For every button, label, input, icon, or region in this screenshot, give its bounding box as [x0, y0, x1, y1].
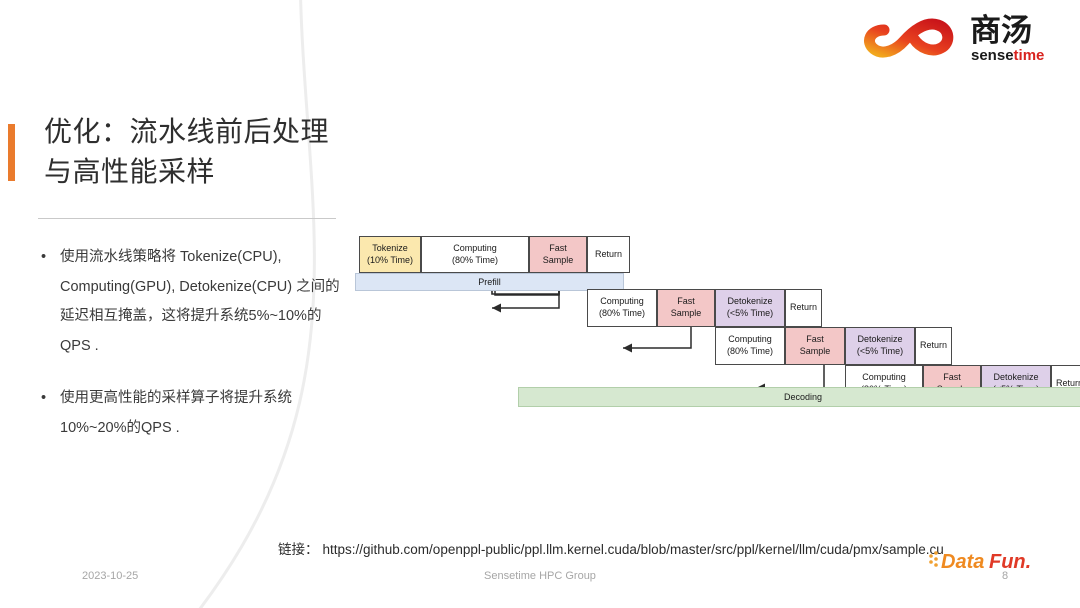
box-line2: (10% Time)	[366, 254, 413, 265]
sensetime-cn-text: 商汤	[970, 13, 1032, 49]
datafun-dots	[929, 551, 938, 567]
page-title: 优化：流水线前后处理与高性能采样	[44, 116, 330, 187]
box-line2: Sample	[799, 346, 831, 356]
bullet-marker: •	[41, 389, 47, 406]
list-item: • 使用流水线策略将 Tokenize(CPU), Computing(GPU)…	[38, 243, 348, 362]
box-line1: Return	[919, 340, 947, 351]
footer-date: 2023-10-25	[82, 570, 139, 582]
diagram-box-return: Return	[587, 236, 630, 273]
page-number: 8	[1001, 570, 1009, 582]
box-line1: Detokenize	[727, 296, 773, 307]
diagram-box-computing: Computing (80% Time)	[715, 327, 785, 365]
box-line1: Fast	[943, 372, 961, 383]
diagram-box-detokenize: Detokenize (<5% Time)	[715, 289, 785, 327]
box-line1: Return	[789, 302, 817, 313]
box-line1: Computing	[600, 296, 644, 307]
box-line1: Detokenize	[993, 372, 1039, 383]
sensetime-en-text: sensetime	[971, 47, 1044, 64]
diagram-box-computing: Computing (80% Time)	[421, 236, 529, 273]
datafun-text-data: Data	[941, 551, 984, 573]
title-accent-bar	[8, 124, 15, 181]
diagram-box-return: Return	[785, 289, 822, 327]
box-line2: (<5% Time)	[856, 346, 904, 356]
box-line2: Sample	[542, 254, 574, 265]
diagram-box-detokenize: Detokenize (<5% Time)	[845, 327, 915, 365]
band-decoding: Decoding	[518, 387, 1080, 407]
box-line1: Return	[1055, 378, 1080, 389]
box-line1: Computing	[862, 372, 906, 383]
band-label: Decoding	[783, 392, 823, 402]
title-divider	[38, 218, 336, 219]
bullet-text: 使用更高性能的采样算子将提升系统10%~20%的QPS .	[60, 389, 292, 436]
datafun-logo: Data Fun.	[929, 551, 1031, 573]
list-item: • 使用更高性能的采样算子将提升系统10%~20%的QPS .	[38, 384, 348, 443]
box-line1: Detokenize	[857, 334, 903, 345]
bullet-text: 使用流水线策略将 Tokenize(CPU), Computing(GPU), …	[60, 249, 340, 355]
source-link[interactable]: 链接：https://github.com/openppl-public/ppl…	[278, 538, 944, 558]
bullet-marker: •	[41, 249, 47, 265]
diagram-box-return: Return	[915, 327, 952, 365]
diagram-box-fast-sample: Fast Sample	[657, 289, 715, 327]
diagram-box-tokenize: Tokenize (10% Time)	[359, 236, 421, 273]
box-line1: Computing	[728, 334, 772, 345]
box-line1: Fast	[677, 296, 695, 307]
box-line2: (80% Time)	[726, 346, 773, 356]
box-line1: Fast	[806, 334, 824, 345]
box-line1: Return	[594, 248, 622, 259]
diagram-box-fast-sample: Fast Sample	[529, 236, 587, 273]
source-link-label: 链接：	[278, 542, 319, 557]
footer-org: Sensetime HPC Group	[484, 570, 596, 582]
diagram-box-computing: Computing (80% Time)	[587, 289, 657, 327]
box-line2: (80% Time)	[598, 308, 645, 318]
band-label: Prefill	[478, 277, 501, 287]
box-line1: Computing	[453, 242, 497, 253]
band-prefill: Prefill	[355, 273, 624, 291]
diagram-box-fast-sample: Fast Sample	[785, 327, 845, 365]
datafun-text-fun: Fun.	[989, 551, 1031, 573]
pipeline-diagram: Tokenize (10% Time) Computing (80% Time)…	[355, 230, 1080, 415]
box-line1: Tokenize	[372, 242, 408, 253]
box-line2: Sample	[670, 308, 702, 318]
box-line2: (<5% Time)	[726, 308, 774, 318]
bullet-list: • 使用流水线策略将 Tokenize(CPU), Computing(GPU)…	[38, 243, 348, 465]
box-line1: Fast	[549, 242, 567, 253]
box-line2: (80% Time)	[451, 254, 498, 265]
source-link-url[interactable]: https://github.com/openppl-public/ppl.ll…	[322, 542, 944, 557]
sensetime-logo: 商汤 sensetime	[864, 13, 1044, 64]
